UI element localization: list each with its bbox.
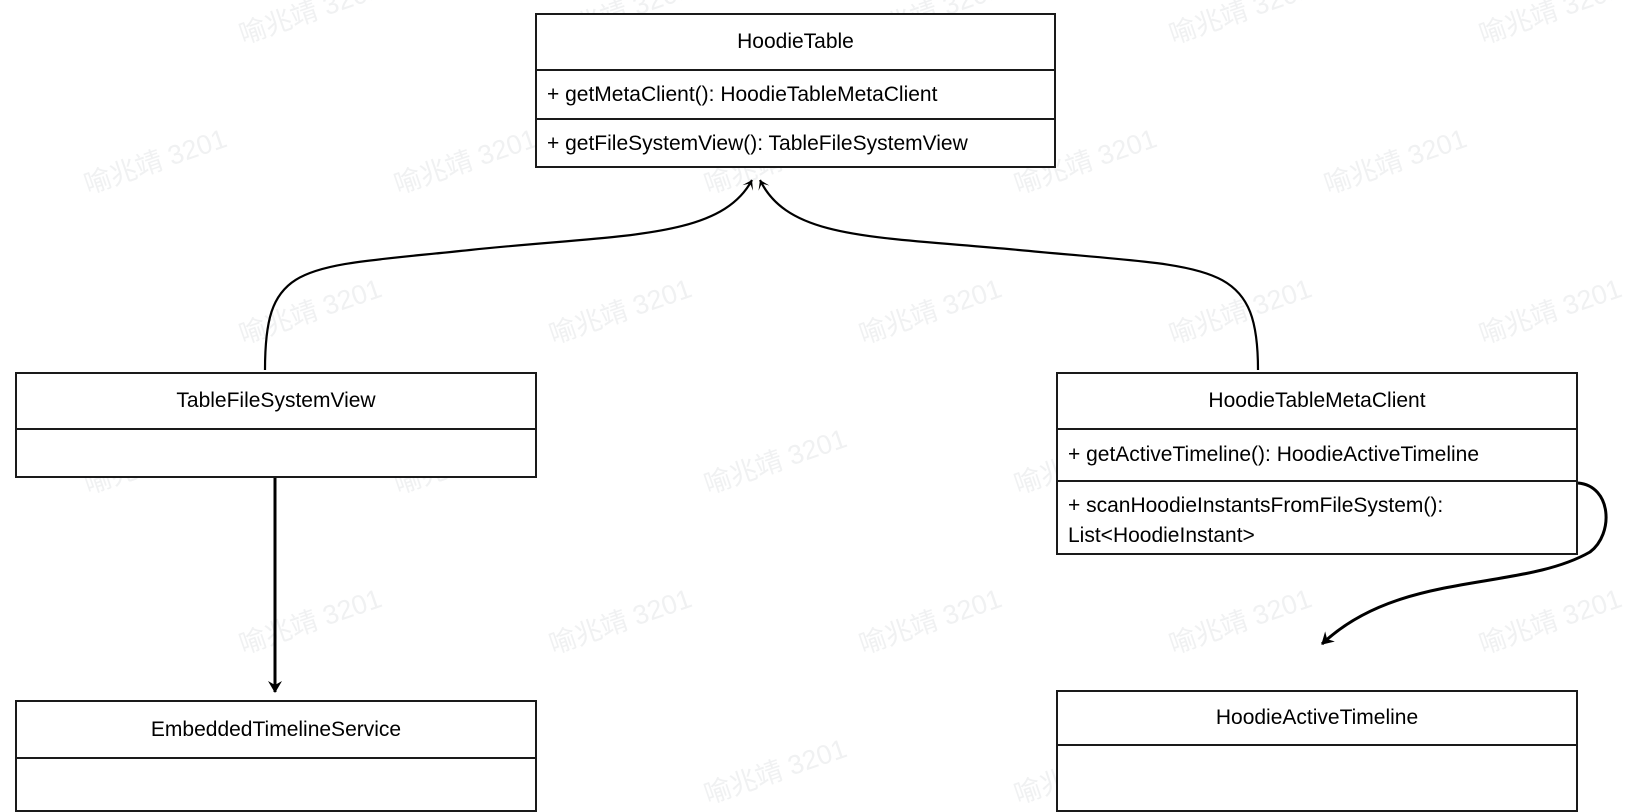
- uml-class-hoodie-table-meta-client[interactable]: HoodieTableMetaClient + getActiveTimeline…: [1056, 372, 1578, 555]
- uml-class-hoodie-table[interactable]: HoodieTable + getMetaClient(): HoodieTabl…: [535, 13, 1056, 168]
- uml-class-table-file-system-view[interactable]: TableFileSystemView: [15, 372, 537, 478]
- class-compartment-hoodie-table-1: + getFileSystemView(): TableFileSystemVi…: [537, 118, 1054, 168]
- class-compartment-hoodie-table-0: + getMetaClient(): HoodieTableMetaClient: [537, 69, 1054, 118]
- class-name-embedded-timeline-service: EmbeddedTimelineService: [150, 717, 402, 741]
- class-member-text: + getFileSystemView(): TableFileSystemVi…: [547, 132, 968, 155]
- class-name-hoodie-active-timeline: HoodieActiveTimeline: [1215, 706, 1419, 729]
- class-member-text: List<HoodieInstant>: [1068, 524, 1255, 547]
- watermark-text: 喻兆靖 3201: [1165, 0, 1316, 50]
- class-compartment-embedded-timeline-service-0: [17, 757, 535, 812]
- watermark-text: 喻兆靖 3201: [1475, 0, 1626, 50]
- class-name-hoodie-table: HoodieTable: [737, 30, 854, 53]
- watermark-text: 喻兆靖 3201: [235, 0, 386, 50]
- edge-tablefilesystemview-to-hoodietable: [263, 179, 754, 371]
- watermark-text: 喻兆靖 3201: [1475, 273, 1626, 350]
- watermark-text: 喻兆靖 3201: [235, 273, 386, 350]
- watermark-text: 喻兆靖 3201: [700, 423, 851, 500]
- class-member-text: + getActiveTimeline(): HoodieActiveTimel…: [1068, 443, 1480, 466]
- watermark-text: 喻兆靖 3201: [855, 273, 1006, 350]
- watermark-text: 喻兆靖 3201: [545, 583, 696, 660]
- watermark-text: 喻兆靖 3201: [235, 583, 386, 660]
- watermark-text: 喻兆靖 3201: [1165, 583, 1316, 660]
- watermark-text: 喻兆靖 3201: [1165, 273, 1316, 350]
- watermark-text: 喻兆靖 3201: [80, 123, 231, 200]
- uml-class-hoodie-active-timeline[interactable]: HoodieActiveTimeline: [1056, 690, 1578, 812]
- class-name-table-file-system-view: TableFileSystemView: [176, 389, 376, 412]
- edge-hoodietablemetaclient-to-hoodietable: [758, 179, 1260, 371]
- watermark-text: 喻兆靖 3201: [855, 583, 1006, 660]
- class-compartment-table-file-system-view-0: [17, 428, 535, 478]
- watermark-text: 喻兆靖 3201: [390, 123, 541, 200]
- class-member-text: + scanHoodieInstantsFromFileSystem():: [1068, 494, 1444, 517]
- class-compartment-hoodie-table-meta-client-0: + getActiveTimeline(): HoodieActiveTimel…: [1058, 428, 1576, 480]
- class-compartment-hoodie-active-timeline-0: [1058, 744, 1576, 812]
- uml-class-embedded-timeline-service[interactable]: EmbeddedTimelineService: [15, 700, 537, 812]
- class-compartment-hoodie-table-meta-client-1: + scanHoodieInstantsFromFileSystem(): Lis…: [1058, 480, 1576, 555]
- watermark-text: 喻兆靖 3201: [1475, 583, 1626, 660]
- class-member-text: + getMetaClient(): HoodieTableMetaClient: [547, 82, 938, 106]
- class-name-hoodie-table-meta-client: HoodieTableMetaClient: [1208, 389, 1426, 412]
- watermark-text: 喻兆靖 3201: [545, 273, 696, 350]
- watermark-text: 喻兆靖 3201: [1320, 123, 1471, 200]
- watermark-text: 喻兆靖 3201: [700, 733, 851, 810]
